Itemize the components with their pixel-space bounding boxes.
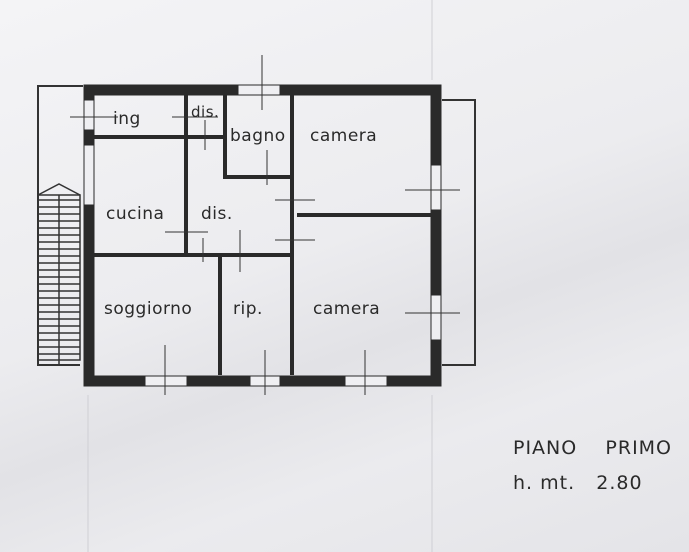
height-value: 2.80 — [596, 472, 643, 494]
floor-label: PIANO — [513, 437, 578, 459]
balcony-outline — [442, 99, 476, 366]
room-label-ingresso: ing — [113, 109, 141, 129]
room-label-ripostiglio: rip. — [233, 299, 263, 319]
stair-arrow — [37, 183, 81, 196]
room-label-disimpegno: dis. — [201, 204, 233, 224]
staircase — [37, 183, 81, 365]
floor-name: PRIMO — [605, 437, 673, 459]
room-label-soggiorno: soggiorno — [104, 299, 192, 319]
axis-ticks — [70, 55, 460, 395]
reference-lines — [87, 0, 433, 552]
terrace-outline — [37, 85, 83, 366]
height-caption: h. mt. 2.80 — [513, 472, 643, 494]
room-label-cucina: cucina — [106, 204, 164, 224]
height-label: h. mt. — [513, 472, 576, 494]
room-label-disimpegno-top: dis. — [191, 103, 219, 121]
room-label-camera-2: camera — [313, 299, 380, 319]
room-label-bagno: bagno — [230, 126, 286, 146]
room-label-camera-1: camera — [310, 126, 377, 146]
interior-walls — [94, 95, 432, 375]
floor-caption: PIANO PRIMO — [513, 437, 672, 459]
